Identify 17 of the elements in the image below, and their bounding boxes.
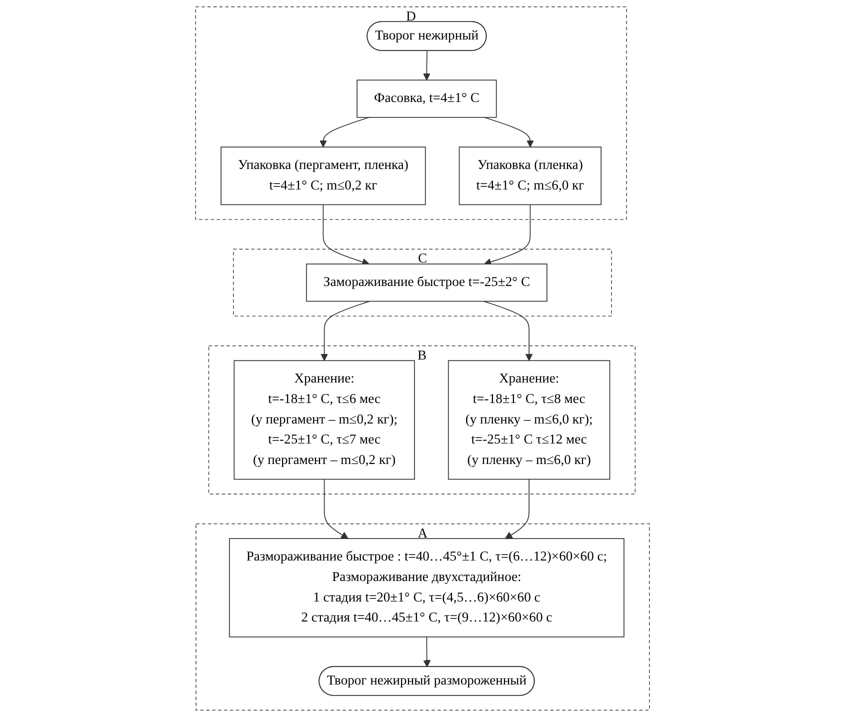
arrow bbox=[320, 300, 370, 361]
arrow bbox=[483, 300, 533, 361]
arrow bbox=[322, 204, 370, 266]
arrow bbox=[422, 50, 430, 80]
arrow bbox=[319, 116, 370, 148]
node-box: Замораживание быстрое t=-25±2° С bbox=[306, 264, 548, 302]
node-box: Размораживание быстрое : t=40…45°±1 С, τ=(6…12)×60×60 с; Размораживание двухстадийное: 1 стадия t=20±1° С, τ=(4,5…6)×60×60 с 2 стадия t=40…45±1° С, τ=(9…12)×60×60 с bbox=[228, 538, 624, 638]
arrow bbox=[484, 116, 534, 148]
node-box: Упаковка (пергамент, пленка) t=4±1° С; m≤0,2 кг bbox=[220, 146, 426, 206]
arrow bbox=[324, 478, 348, 539]
arrow bbox=[505, 478, 530, 539]
node-box: Фасовка, t=4±1° С bbox=[356, 80, 497, 118]
node-box: Хранение: t=-18±1° С, τ≤6 мес (у пергамент – m≤0,2 кг); t=-25±1° С, τ≤7 мес (у пергамент – m≤0,2 кг) bbox=[234, 360, 415, 480]
node-box: Хранение: t=-18±1° С, τ≤8 мес (у пленку – m≤6,0 кг); t=-25±1° С τ≤12 мес (у пленку – m≤6,0 кг) bbox=[448, 360, 610, 480]
node-box: Упаковка (пленка) t=4±1° С; m≤6,0 кг bbox=[458, 146, 602, 206]
arrow bbox=[484, 204, 531, 266]
arrow bbox=[423, 636, 431, 668]
